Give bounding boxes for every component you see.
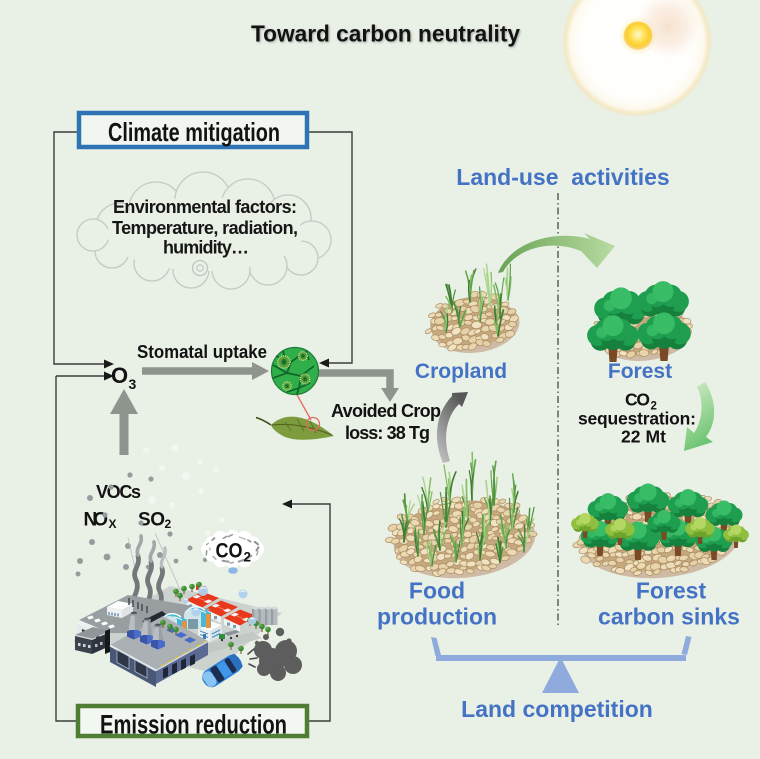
svg-text:humidity…: humidity… [163,238,249,258]
svg-text:O: O [111,363,128,388]
svg-text:sequestration:: sequestration: [578,409,696,429]
svg-text:SO: SO [138,510,165,531]
svg-text:Land competition: Land competition [461,696,653,722]
svg-text:Avoided Crop: Avoided Crop [331,401,441,421]
svg-text:Cropland: Cropland [415,360,507,383]
svg-text:Stomatal uptake: Stomatal uptake [137,342,267,362]
svg-text:3: 3 [129,376,137,392]
svg-text:CO: CO [625,390,650,410]
svg-text:X: X [109,517,117,531]
svg-text:Forest: Forest [608,360,672,383]
svg-text:Food: Food [409,578,465,604]
svg-text:CO: CO [216,540,243,563]
svg-text:Environmental factors:: Environmental factors: [113,197,297,217]
svg-text:2: 2 [651,401,657,413]
svg-text:Temperature, radiation,: Temperature, radiation, [112,218,298,238]
svg-text:Forest: Forest [636,578,707,604]
svg-text:production: production [377,604,497,630]
svg-text:loss: 38 Tg: loss: 38 Tg [345,423,430,443]
svg-text:Land-use activities: Land-use activities [456,164,669,190]
svg-text:2: 2 [244,550,252,565]
svg-text:VOCs: VOCs [96,482,141,502]
svg-text:carbon sinks: carbon sinks [598,604,740,630]
svg-text:22 Mt: 22 Mt [621,427,666,447]
svg-text:Climate mitigation: Climate mitigation [108,117,280,147]
svg-text:2: 2 [165,517,172,531]
svg-text:NO: NO [84,510,109,531]
svg-text:Toward carbon neutrality: Toward carbon neutrality [251,21,520,47]
svg-text:Emission reduction: Emission reduction [100,710,287,740]
